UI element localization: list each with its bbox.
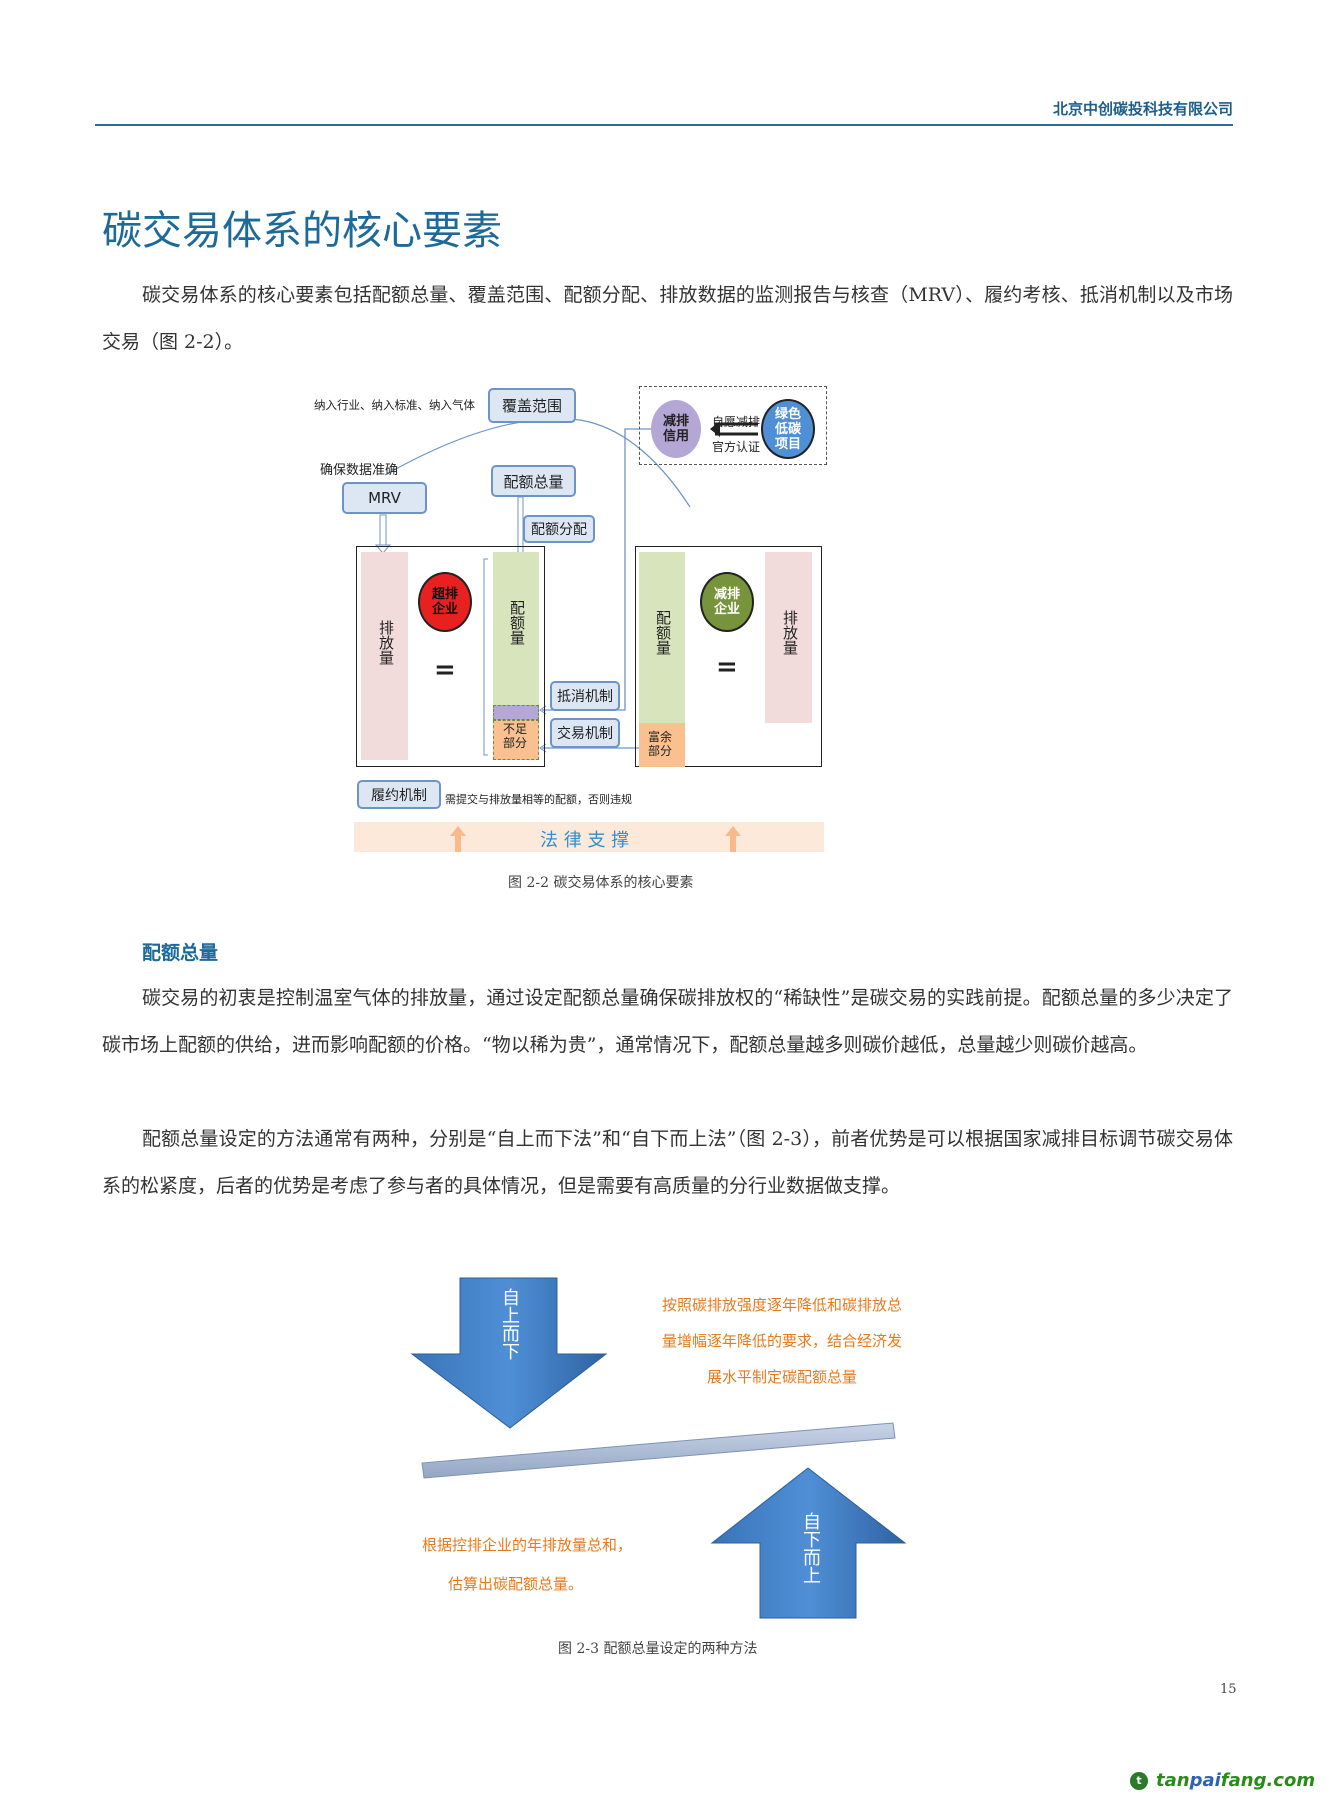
allowance-bar-right [639,552,685,723]
bottom-up-desc-1: 根据控排企业的年排放量总和， [422,1536,633,1554]
green-project-circle: 绿色低碳项目 [761,399,815,459]
shortfall-label: 不足部分 [503,722,528,750]
bottom-up-arrow [710,1467,907,1619]
figure-core-elements: 纳入行业、纳入标准、纳入气体 覆盖范围 确保数据准确 MRV 配额总量 配额分配… [310,370,990,891]
logo-text-3: fang.com [1220,1770,1316,1791]
emission-bar-right [765,552,812,723]
reduce-enterprise-label: 减排企业 [713,587,740,617]
mrv-note: 确保数据准确 [320,463,399,478]
total-allowance-box: 配额总量 [491,465,576,497]
green-project-label: 绿色低碳项目 [774,406,801,452]
figure-allowance-methods: 自上而下 自下而上 按照碳排放强度逐年降低和碳排放总 量增幅逐年降低的要求，结合… [400,1250,920,1670]
over-emitting-panel [356,546,545,767]
allowance-label-right: 配额量 [654,610,672,655]
allowance-label-left: 配额量 [508,600,526,645]
bottom-up-desc-2: 估算出碳配额总量。 [448,1575,584,1593]
leaf-logo-icon: t [1130,1771,1148,1790]
offset-mechanism-box: 抵消机制 [550,681,620,711]
credit-circle: 减排信用 [651,400,701,458]
section-heading: 配额总量 [142,942,219,964]
top-down-desc-2: 量增幅逐年降低的要求，结合经济发 [661,1332,902,1350]
mrv-box: MRV [342,482,427,514]
legal-support-label: 法 律 支 撑 [540,830,630,851]
trade-mechanism-box: 交易机制 [550,718,620,748]
credit-label: 减排信用 [662,414,689,444]
top-down-desc-3: 展水平制定碳配额总量 [706,1368,857,1386]
bottom-up-label: 自下而上 [800,1512,821,1584]
page-title: 碳交易体系的核心要素 [102,208,502,254]
figure2-caption: 图 2-3 配额总量设定的两种方法 [558,1641,758,1657]
equals-sign-right: = [716,652,738,682]
allocation-box: 配额分配 [523,515,595,543]
compliance-box: 履约机制 [357,780,441,809]
offset-credit-panel [639,386,827,465]
logo-text-2: pai [1189,1770,1221,1791]
emission-bar [361,552,408,760]
offset-portion [493,705,539,720]
surplus-label: 富余部分 [648,730,673,758]
intro-paragraph: 碳交易体系的核心要素包括配额总量、覆盖范围、配额分配、排放数据的监测报告与核查（… [102,284,1233,353]
page-number: 15 [1220,1682,1237,1697]
logo-text-1: tan [1156,1770,1190,1791]
emission-label-right: 排放量 [781,610,799,655]
voluntary-label: 自愿减排 [712,415,761,429]
section-paragraph-1: 碳交易的初衷是控制温室气体的排放量，通过设定配额总量确保碳排放权的“稀缺性”是碳… [102,987,1233,1056]
official-label: 官方认证 [712,440,761,454]
section-paragraph-2: 配额总量设定的方法通常有两种，分别是“自上而下法”和“自下而上法”（图 2-3）… [102,1128,1233,1197]
header-divider [95,124,1233,126]
shortfall-portion [493,720,539,760]
reduce-enterprise-circle: 减排企业 [700,572,754,632]
over-enterprise-label: 超排企业 [431,587,458,617]
top-down-label: 自上而下 [499,1288,520,1360]
compliance-note: 需提交与排放量相等的配额，否则违规 [445,793,632,806]
balance-bar [421,1422,896,1479]
coverage-box: 覆盖范围 [488,388,576,423]
over-enterprise-circle: 超排企业 [418,572,472,632]
reducing-panel [635,546,822,767]
allowance-bar-left [493,552,539,705]
watermark-logo: t tanpaifang.com [1130,1770,1315,1791]
emission-label: 排放量 [377,620,395,665]
equals-sign-left: = [434,655,456,685]
methods-graphic [410,1277,907,1619]
top-down-desc-1: 按照碳排放强度逐年降低和碳排放总 [661,1296,902,1314]
top-down-arrow [410,1277,608,1429]
company-header: 北京中创碳投科技有限公司 [1052,100,1233,118]
surplus-portion [639,723,685,767]
figure1-caption: 图 2-2 碳交易体系的核心要素 [508,875,694,891]
coverage-note: 纳入行业、纳入标准、纳入气体 [314,398,475,412]
